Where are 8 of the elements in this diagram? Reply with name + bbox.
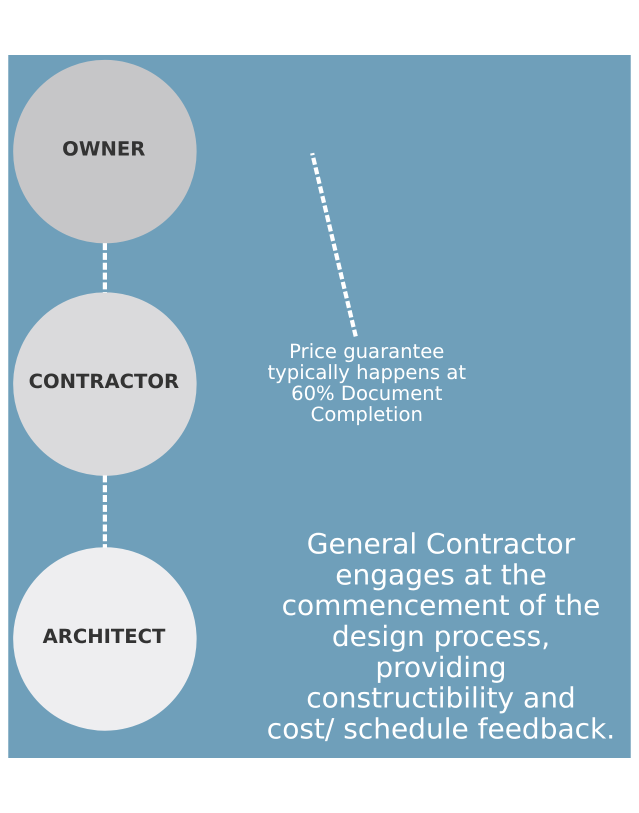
node-circle: CONTRACTOR <box>13 292 197 476</box>
connector <box>310 152 358 337</box>
node-circle: OWNER <box>13 60 197 244</box>
node-text: Price guarantee typically happens at 60% Document Completion <box>267 340 466 426</box>
connector <box>102 475 107 548</box>
label: General Contractor engages at the commencement of the design process, providing constructibility and cost/ schedule feedback. <box>266 528 616 746</box>
node-circle: ARCHITECT <box>13 547 197 731</box>
connector <box>102 243 107 293</box>
